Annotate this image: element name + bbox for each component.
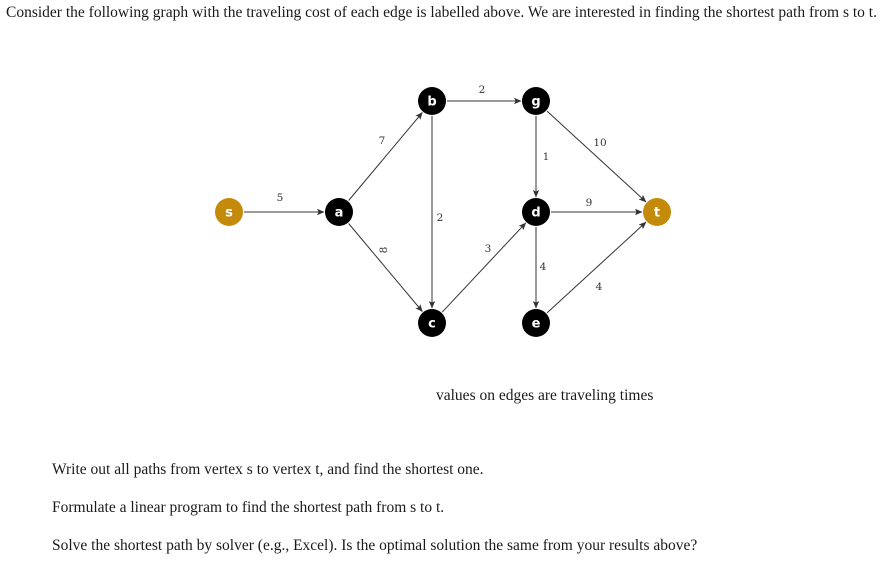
edge-weight-b-g: 2: [479, 84, 486, 96]
edge-a-b: [348, 112, 423, 201]
diagram-caption: values on edges are traveling times: [436, 387, 654, 404]
node-label-g: g: [531, 95, 540, 110]
edge-weight-s-a: 5: [277, 192, 284, 204]
edge-weight-e-t: 4: [596, 281, 603, 293]
node-circle-t: [643, 198, 671, 226]
question-1: Write out all paths from vertex s to ver…: [52, 461, 484, 478]
node-circle-b: [418, 87, 446, 115]
edge-a-c: [348, 223, 423, 312]
node-circle-s: [215, 198, 243, 226]
node-label-e: e: [532, 317, 541, 332]
problem-intro: Consider the following graph with the tr…: [6, 4, 877, 21]
nodes-layer: s a b c g d e t: [215, 87, 671, 337]
question-2: Formulate a linear program to find the s…: [52, 499, 445, 516]
edge-weight-a-b: 7: [379, 135, 386, 147]
edges-layer: 5 7 8 2 2 1 10 3 9 4 4: [244, 84, 647, 314]
node-label-a: a: [335, 206, 344, 221]
node-a: a: [325, 198, 353, 226]
edge-weight-g-d: 1: [543, 151, 550, 163]
question-3: Solve the shortest path by solver (e.g.,…: [52, 537, 698, 554]
node-circle-d: [522, 198, 550, 226]
edge-weight-c-d: 3: [485, 243, 492, 255]
node-g: g: [522, 87, 550, 115]
edge-weight-b-c: 2: [437, 212, 444, 224]
node-s: s: [215, 198, 243, 226]
node-circle-c: [418, 309, 446, 337]
edge-g-t: [546, 110, 647, 203]
edge-weight-g-t: 10: [593, 137, 606, 149]
node-d: d: [522, 198, 550, 226]
node-label-b: b: [427, 95, 436, 110]
edge-weight-a-c: 8: [378, 247, 390, 254]
node-circle-g: [522, 87, 550, 115]
edge-weight-d-t: 9: [586, 197, 593, 209]
node-circle-e: [522, 309, 550, 337]
edge-c-d: [441, 222, 527, 313]
node-e: e: [522, 309, 550, 337]
node-label-s: s: [225, 206, 233, 221]
node-b: b: [418, 87, 446, 115]
edge-e-t: [546, 221, 647, 314]
node-label-t: t: [654, 206, 660, 221]
edge-weight-d-e: 4: [540, 261, 547, 273]
node-t: t: [643, 198, 671, 226]
node-label-c: c: [428, 317, 436, 332]
node-label-d: d: [531, 206, 540, 221]
node-c: c: [418, 309, 446, 337]
node-circle-a: [325, 198, 353, 226]
